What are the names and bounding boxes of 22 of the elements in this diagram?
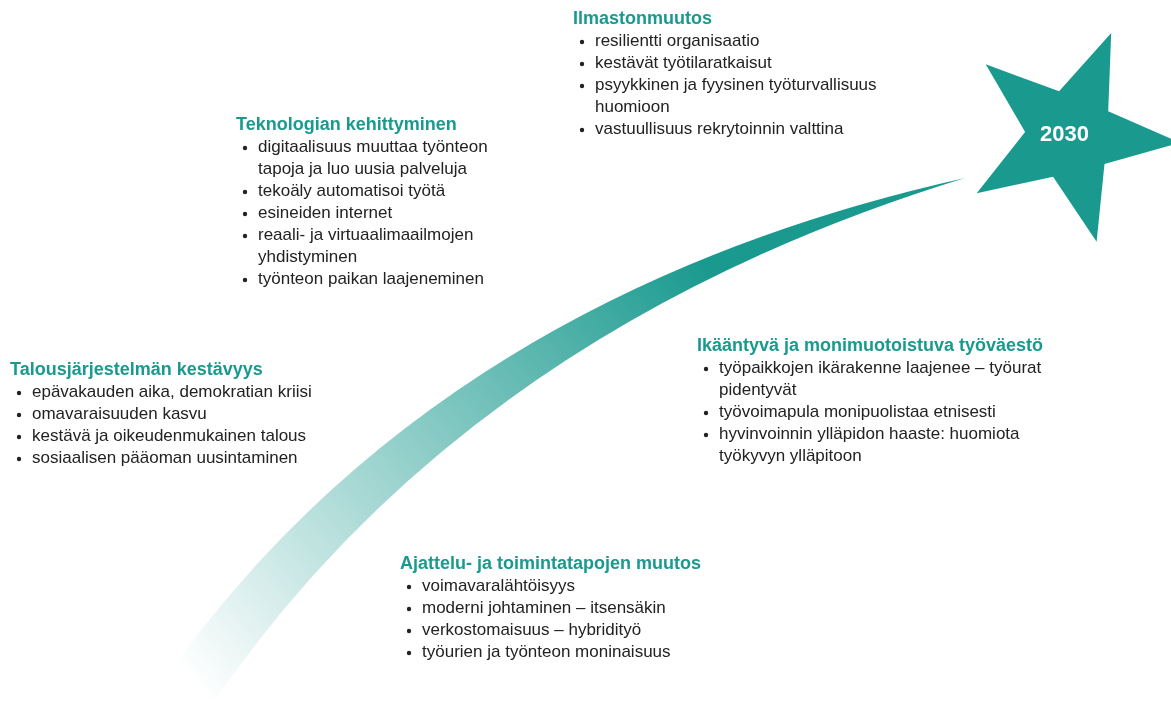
- section-heading: Ajattelu- ja toimintatapojen muutos: [400, 552, 701, 575]
- bullet-text: verkostomaisuus – hybridityö: [422, 620, 642, 639]
- section-heading: Ilmastonmuutos: [573, 7, 712, 30]
- section-heading: Ikääntyvä ja monimuotoistuva työväestö: [697, 334, 1044, 357]
- bullet-text: hyvinvoinnin ylläpidon haaste: huomiota työkyvyn ylläpitoon: [719, 424, 1020, 465]
- bullet-text: moderni johtaminen – itsensäkin: [422, 598, 666, 617]
- bullet-text: resilientti organisaatio: [595, 31, 760, 50]
- section-heading: Talousjärjestelmän kestävyys: [10, 358, 263, 381]
- bullet-text: tekoäly automatisoi työtä: [258, 181, 446, 200]
- bullet-text: työnteon paikan laajeneminen: [258, 269, 484, 288]
- bullet-text: sosiaalisen pääoman uusintaminen: [32, 448, 298, 467]
- bullet-text: kestävä ja oikeudenmukainen talous: [32, 426, 307, 445]
- section-heading: Teknologian kehittyminen: [236, 113, 457, 136]
- bullet-text: työvoimapula monipuolistaa etnisesti: [719, 402, 996, 421]
- bullet-text: työurien ja työnteon moninaisuus: [422, 642, 671, 661]
- bullet-text: voimavaralähtöisyys: [422, 576, 576, 595]
- year-label: 2030: [1040, 121, 1089, 147]
- bullet-text: vastuullisuus rekrytoinnin valttina: [595, 119, 844, 138]
- bullet-text: kestävät työtilaratkaisut: [595, 53, 772, 72]
- bullet-text: esineiden internet: [258, 203, 393, 222]
- bullet-text: epävakauden aika, demokratian kriisi: [32, 382, 312, 401]
- bullet-text: omavaraisuuden kasvu: [32, 404, 207, 423]
